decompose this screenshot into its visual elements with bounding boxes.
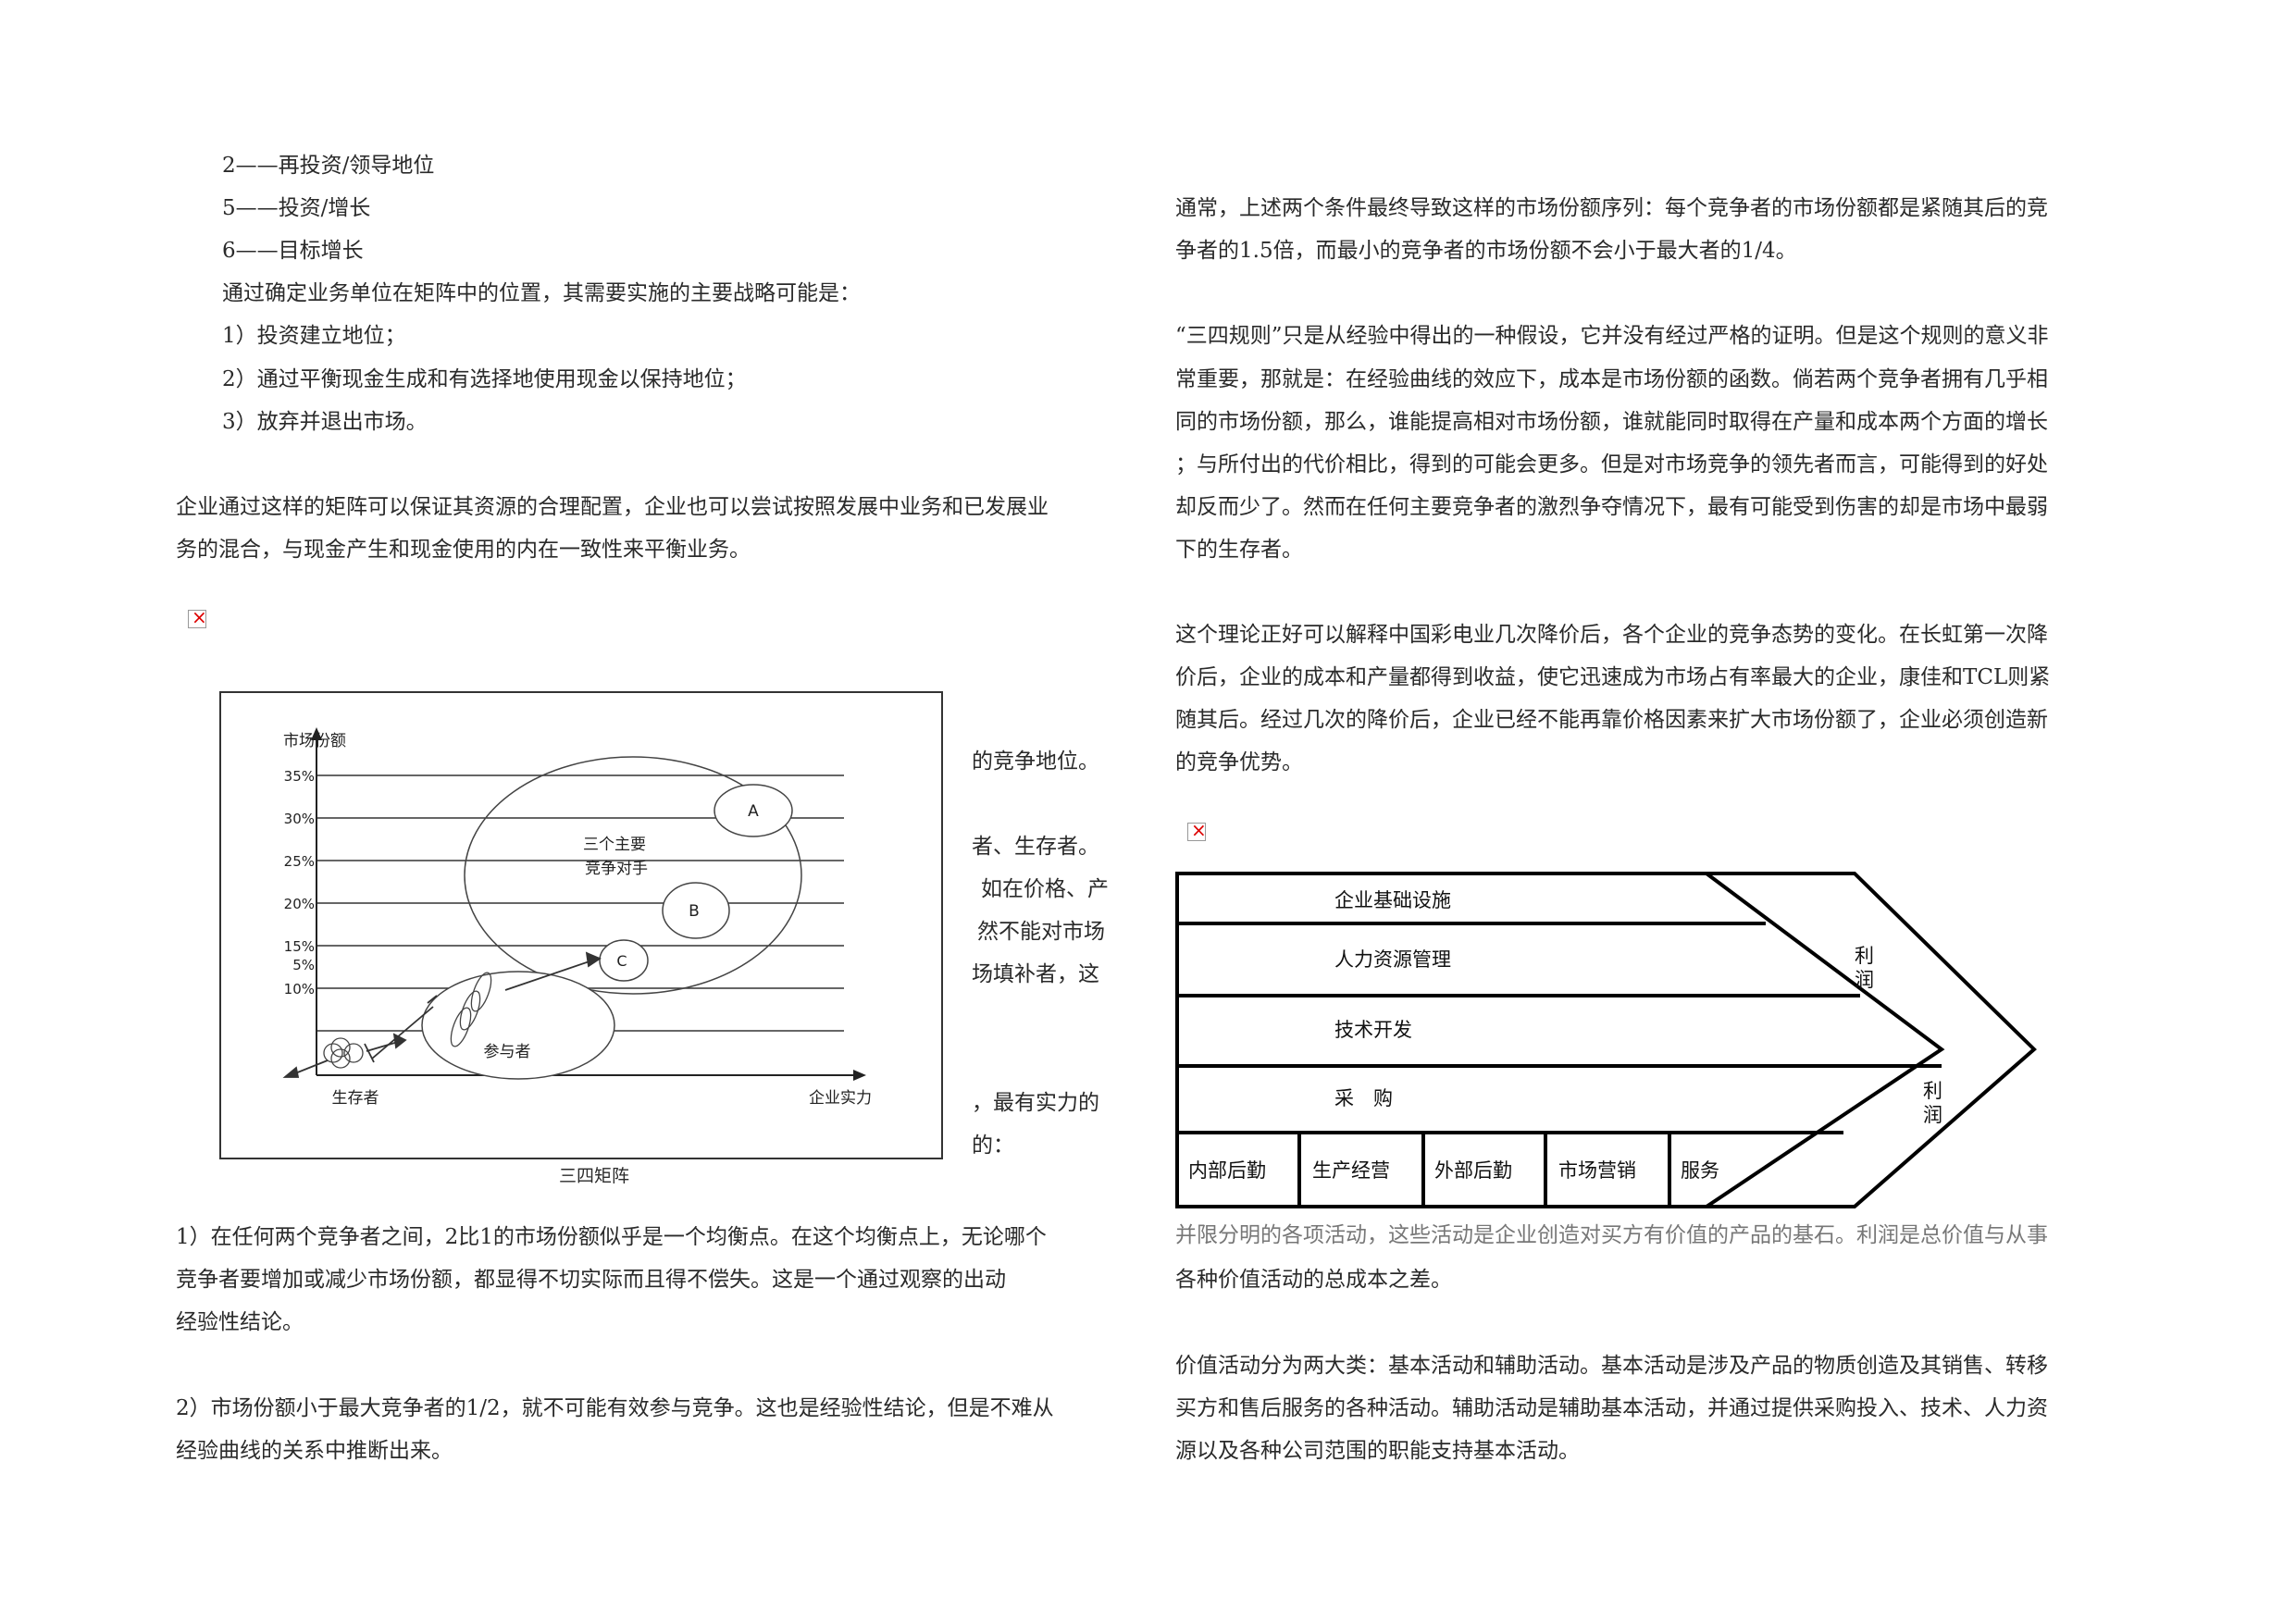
covered-text: 场填补者，这 xyxy=(972,962,1099,986)
strategy-3: 3）放弃并退出市场。 xyxy=(222,410,428,434)
primary-activity-label: 市场营销 xyxy=(1558,1159,1636,1182)
paragraph-line: 源以及各种公司范围的职能支持基本活动。 xyxy=(1175,1439,1580,1463)
profit-label: 利 xyxy=(1855,945,1874,967)
paragraph-line: 价后，企业的成本和产量都得到收益，使它迅速成为市场占有率最大的企业，康佳和TCL… xyxy=(1175,665,2051,689)
origin-label: 生存者 xyxy=(332,1089,379,1108)
profit-label: 利 xyxy=(1923,1080,1942,1102)
paragraph-line: “三四规则”只是从经验中得出的一种假设，它并没有经过严格的证明。但是这个规则的意… xyxy=(1175,324,2049,348)
primary-activity-label: 内部后勤 xyxy=(1188,1159,1266,1182)
paragraph-line: 争者的1.5倍，而最小的竞争者的市场份额不会小于最大者的1/4。 xyxy=(1175,239,1797,263)
broken-image-icon xyxy=(188,606,207,628)
survivors-cluster xyxy=(323,1037,364,1069)
main-competitors-ellipse xyxy=(464,756,802,995)
competitor-b-label: B xyxy=(689,902,700,921)
paragraph-line: 经验性结论。 xyxy=(176,1310,304,1334)
covered-text: 的： xyxy=(972,1134,1014,1158)
participants-ellipse xyxy=(421,971,615,1080)
y-tick-label: 30% xyxy=(284,811,315,827)
value-chain-figure: 企业基础设施 人力资源管理 技术开发 采 购 内部后勤 生产经营 外部后勤 市场… xyxy=(1175,870,2158,1214)
paragraph-line: 1）在任何两个竞争者之间，2比1的市场份额似乎是一个均衡点。在这个均衡点上，无论… xyxy=(176,1225,1047,1249)
participants-label: 参与者 xyxy=(484,1043,531,1061)
paragraph-line: 下的生存者。 xyxy=(1175,538,1303,562)
covered-text: 如在价格、产 xyxy=(981,877,1109,901)
strategy-intro: 通过确定业务单位在矩阵中的位置，其需要实施的主要战略可能是： xyxy=(222,281,861,305)
profit-label: 润 xyxy=(1855,969,1874,991)
list-item-2: 2——再投资/领导地位 xyxy=(222,154,435,178)
support-activity-label: 企业基础设施 xyxy=(1334,889,1451,911)
competitor-a xyxy=(714,784,793,837)
paragraph-line: ；与所付出的代价相比，得到的可能会更多。但是对市场竞争的领先者而言，可能得到的好… xyxy=(1175,452,2048,477)
competitor-b xyxy=(662,882,730,939)
y-tick-label: 15% xyxy=(284,938,315,955)
paragraph-line: 各种价值活动的总成本之差。 xyxy=(1175,1268,1452,1292)
y-tick-label: 10% xyxy=(284,981,315,997)
paragraph-line: 同的市场份额，那么，谁能提高相对市场份额，谁就能同时取得在产量和成本两个方面的增… xyxy=(1175,410,2048,434)
main-competitors-label: 三个主要 xyxy=(583,836,646,854)
profit-label: 润 xyxy=(1923,1104,1942,1126)
paragraph-line: 务的混合，与现金产生和现金使用的内在一致性来平衡业务。 xyxy=(176,538,751,562)
y-axis-label: 市场份额 xyxy=(283,732,346,750)
y-tick-label: 20% xyxy=(284,896,315,912)
list-item-5: 5——投资/增长 xyxy=(222,196,371,220)
primary-activity-label: 生产经营 xyxy=(1312,1159,1390,1182)
strategy-1: 1）投资建立地位； xyxy=(222,324,406,348)
covered-text: 的竞争地位。 xyxy=(972,750,1099,774)
competitor-c xyxy=(599,939,649,982)
three-four-matrix-figure: 市场份额 企业实力 生存者 35% 30% 25% 20% 15% 5% 10%… xyxy=(218,690,944,1160)
matrix-svg: 市场份额 企业实力 生存者 35% 30% 25% 20% 15% 5% 10%… xyxy=(219,691,943,1159)
paragraph-line: 这个理论正好可以解释中国彩电业几次降价后，各个企业的竞争态势的变化。在长虹第一次… xyxy=(1175,623,2048,647)
covered-text: 者、生存者。 xyxy=(972,835,1099,859)
paragraph-line: 常重要，那就是：在经验曲线的效应下，成本是市场份额的函数。倘若两个竞争者拥有几乎… xyxy=(1175,367,2048,391)
paragraph-line: 经验曲线的关系中推断出来。 xyxy=(176,1439,453,1463)
support-activity-label: 人力资源管理 xyxy=(1334,948,1451,971)
broken-image-icon xyxy=(1187,819,1207,841)
competitor-c-label: C xyxy=(616,952,627,970)
support-activity-label: 采 购 xyxy=(1334,1087,1393,1109)
paragraph-line: 却反而少了。然而在任何主要竞争者的激烈争夺情况下，最有可能受到伤害的却是市场中最… xyxy=(1175,495,2048,519)
primary-activity-label: 服务 xyxy=(1681,1159,1719,1182)
paragraph-line: 随其后。经过几次的降价后，企业已经不能再靠价格因素来扩大市场份额了，企业必须创造… xyxy=(1175,708,2048,732)
competitor-a-label: A xyxy=(748,802,759,821)
paragraph-line: 的竞争优势。 xyxy=(1175,750,1303,774)
y-tick-label: 5% xyxy=(292,957,315,973)
paragraph-line: 竞争者要增加或减少市场份额，都显得不切实际而且得不偿失。这是一个通过观察的出动 xyxy=(176,1268,1006,1292)
covered-text: ，最有实力的 xyxy=(972,1091,1099,1115)
y-tick-label: 25% xyxy=(284,853,315,870)
primary-activity-label: 外部后勤 xyxy=(1434,1159,1512,1182)
matrix-caption: 三四矩阵 xyxy=(559,1166,630,1186)
paragraph-line: 买方和售后服务的各种活动。辅助活动是辅助基本活动，并通过提供采购投入、技术、人力… xyxy=(1175,1396,2048,1420)
x-axis-label: 企业实力 xyxy=(809,1089,872,1108)
support-activity-label: 技术开发 xyxy=(1334,1019,1412,1041)
paragraph-line: 企业通过这样的矩阵可以保证其资源的合理配置，企业也可以尝试按照发展中业务和已发展… xyxy=(176,495,1049,519)
value-chain-svg: 企业基础设施 人力资源管理 技术开发 采 购 内部后勤 生产经营 外部后勤 市场… xyxy=(1175,872,2037,1208)
y-tick-label: 35% xyxy=(284,768,315,785)
paragraph-line: 通常，上述两个条件最终导致这样的市场份额序列：每个竞争者的市场份额都是紧随其后的… xyxy=(1175,196,2048,220)
paragraph-line: 2）市场份额小于最大竞争者的1/2，就不可能有效参与竞争。这也是经验性结论，但是… xyxy=(176,1396,1054,1420)
list-item-6: 6——目标增长 xyxy=(222,239,364,263)
covered-text: 并限分明的各项活动，这些活动是企业创造对买方有价值的产品的基石。利润是总价值与从… xyxy=(1175,1223,2048,1247)
strategy-2: 2）通过平衡现金生成和有选择地使用现金以保持地位； xyxy=(222,367,747,391)
covered-text: 然不能对市场 xyxy=(977,920,1105,944)
main-competitors-label: 竞争对手 xyxy=(585,860,648,878)
paragraph-line: 价值活动分为两大类：基本活动和辅助活动。基本活动是涉及产品的物质创造及其销售、转… xyxy=(1175,1354,2048,1378)
